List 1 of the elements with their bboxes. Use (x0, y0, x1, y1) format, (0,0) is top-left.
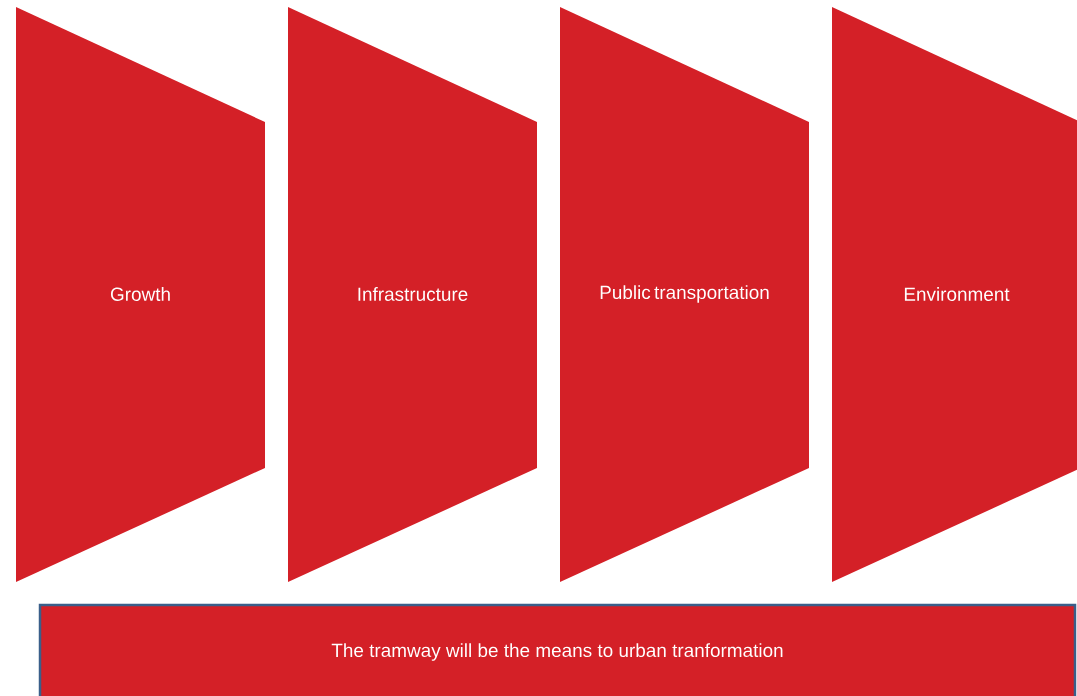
banner-box: The tramway will be the means to urban tranformation (38, 603, 1077, 696)
